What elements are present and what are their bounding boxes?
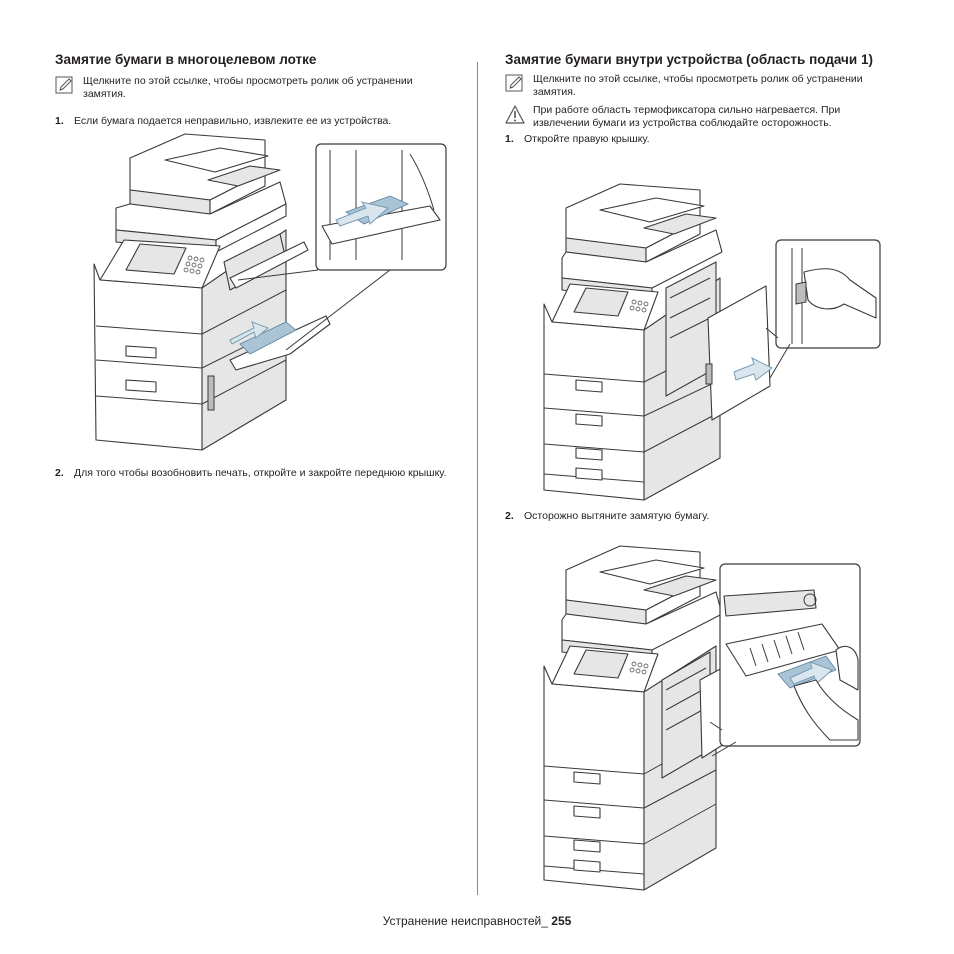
video-note-text: Щелкните по этой ссылке, чтобы просмотре… [533,73,863,98]
step-2-right: 2. Осторожно вытяните замятую бумагу. [505,510,890,523]
open-right-cover-illustration [543,183,881,501]
step-2-left-wrap: 2. Для того чтобы возобновить печать, от… [55,467,455,480]
step-text: Осторожно вытяните замятую бумагу. [524,510,710,522]
page-footer: Устранение неисправностей_ 255 [0,914,954,928]
step-number: 1. [505,133,514,145]
warning-triangle-icon [505,105,525,124]
step-1-left: 1. Если бумага подается неправильно, изв… [55,115,455,128]
left-column: Замятие бумаги в многоцелевом лотке Щелк… [55,52,455,128]
step-text: Для того чтобы возобновить печать, откро… [74,467,447,479]
page-number: 255 [551,914,572,928]
mp-tray-jam-illustration [93,133,447,451]
video-note[interactable]: Щелкните по этой ссылке, чтобы просмотре… [55,75,455,101]
step-number: 2. [505,510,514,522]
video-note-text: Щелкните по этой ссылке, чтобы просмотре… [83,75,413,100]
step-text: Откройте правую крышку. [524,133,650,145]
column-divider [477,62,478,895]
step-1-right: 1. Откройте правую крышку. [505,133,890,146]
warning-text: При работе область термофиксатора сильно… [533,104,841,129]
pencil-note-icon [55,76,73,94]
pencil-note-icon [505,74,523,92]
video-note[interactable]: Щелкните по этой ссылке, чтобы просмотре… [505,73,890,99]
section-heading-mp-tray: Замятие бумаги в многоцелевом лотке [55,52,317,67]
step-text: Если бумага подается неправильно, извлек… [74,115,392,127]
step-number: 1. [55,115,64,127]
step-2-left: 2. Для того чтобы возобновить печать, от… [55,467,455,480]
right-column: Замятие бумаги внутри устройства (област… [505,52,890,146]
footer-label: Устранение неисправностей_ [382,914,548,928]
step-2-right-wrap: 2. Осторожно вытяните замятую бумагу. [505,510,890,523]
heat-warning: При работе область термофиксатора сильно… [505,104,890,130]
step-number: 2. [55,467,64,479]
section-heading-feed-area: Замятие бумаги внутри устройства (област… [505,52,873,67]
pull-jammed-paper-illustration [543,545,861,891]
